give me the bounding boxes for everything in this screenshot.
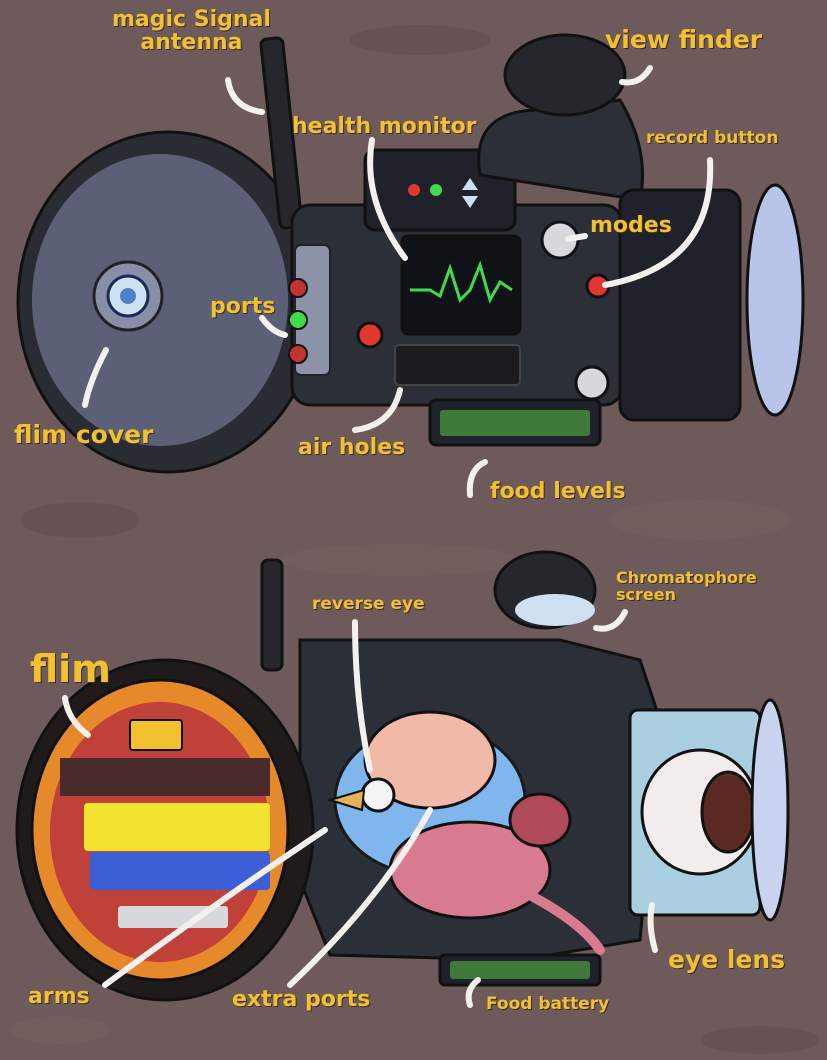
label-antenna: magic Signal antenna: [112, 7, 271, 56]
label-film: flim: [30, 647, 111, 691]
viewfinder-eyecup: [503, 33, 627, 117]
ports-panel: [294, 244, 331, 376]
lower-dial-icon: [574, 365, 610, 401]
label-food-levels: food levels: [490, 479, 626, 504]
label-food-battery: Food battery: [486, 994, 610, 1014]
arm-icon: [326, 788, 366, 812]
air-holes-grid: [394, 344, 521, 386]
arrow-pad-icon: [462, 196, 478, 208]
heart-organ: [508, 792, 572, 848]
port-icon: [288, 344, 308, 364]
label-reverse-eye: reverse eye: [312, 594, 425, 614]
port-icon: [288, 278, 308, 298]
film-strip-label: [129, 719, 183, 751]
label-air-holes: air holes: [298, 435, 406, 460]
bottom-lens-glass: [750, 698, 790, 922]
label-arms: arms: [28, 984, 90, 1009]
label-health-monitor: health monitor: [292, 114, 477, 139]
indicator-light-red-icon: [408, 184, 420, 196]
label-chromatophore: Chromatophore screen: [616, 568, 757, 604]
leader-lines: [62, 65, 714, 1008]
label-film-cover: flim cover: [14, 420, 154, 449]
top-lens-barrel: [618, 188, 742, 422]
film-strip-blue: [90, 852, 270, 890]
film-strip-yellow: [84, 803, 270, 851]
heartbeat-wave: [410, 260, 513, 304]
film-strip-dark: [60, 758, 270, 796]
label-modes: modes: [590, 213, 672, 238]
label-extra-ports: extra ports: [232, 987, 371, 1012]
port-icon: [288, 310, 308, 330]
label-record-button: record button: [646, 128, 779, 148]
arrow-pad-icon: [462, 178, 478, 190]
top-lens-glass: [745, 183, 805, 417]
reverse-eye-icon: [360, 777, 396, 813]
label-eye-lens: eye lens: [668, 945, 786, 974]
film-strip-blank: [118, 906, 228, 928]
bottom-antenna-rod: [260, 558, 284, 672]
indicator-light-green-icon: [430, 184, 442, 196]
bottom-camera: [15, 550, 790, 1002]
health-monitor-screen: [400, 234, 522, 336]
tail-tube: [515, 885, 605, 955]
top-camera: [16, 33, 805, 474]
viewfinder-tube: [477, 98, 644, 202]
background-texture: [10, 25, 820, 1054]
label-ports: ports: [210, 294, 276, 319]
label-view-finder: view finder: [605, 25, 763, 54]
